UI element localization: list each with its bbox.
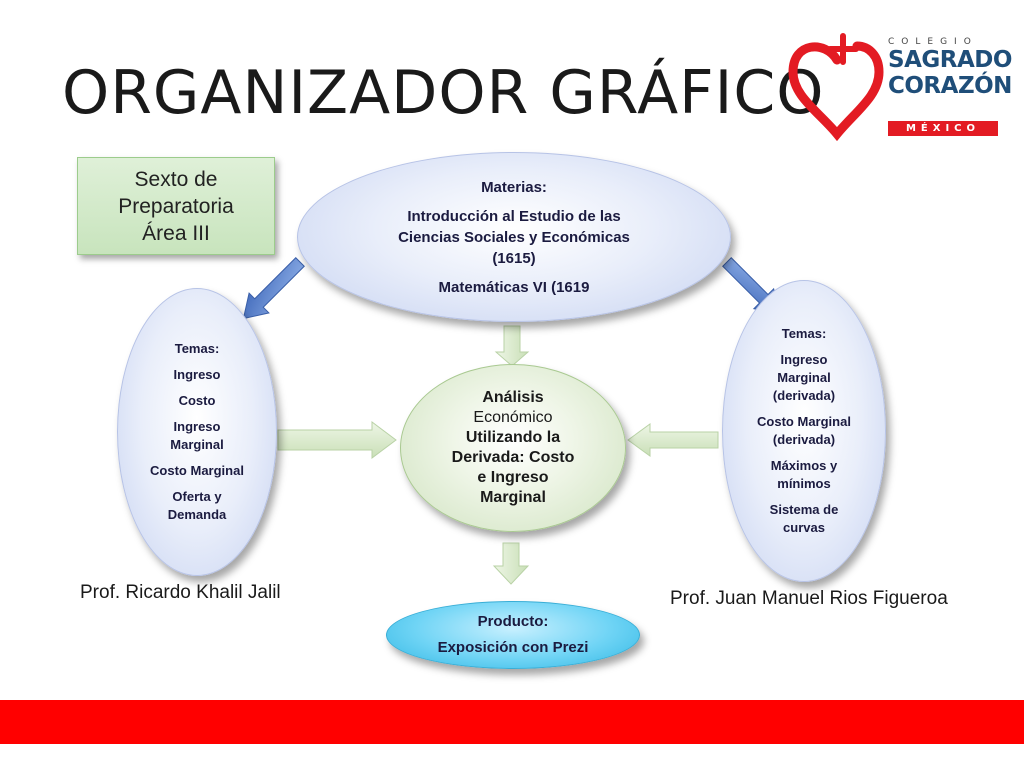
left-topics-heading: Temas: — [174, 341, 220, 356]
center-line-2: Económico — [473, 409, 553, 426]
grade-box: Sexto de Preparatoria Área III — [77, 157, 275, 255]
grade-line-2: Preparatoria — [118, 194, 234, 218]
topic-item: Costo Marginal — [150, 463, 244, 478]
logo-mexico-bar: MÉXICO — [888, 121, 998, 136]
center-line-1: Análisis — [482, 389, 544, 406]
school-logo: COLEGIO SAGRADO CORAZÓN MÉXICO — [785, 30, 1012, 142]
arrow-subjects-to-center — [494, 325, 530, 367]
topic-item: Ingreso Marginal (derivada) — [772, 352, 836, 403]
arrow-center-to-product — [492, 542, 530, 585]
topic-item: Costo — [178, 393, 216, 408]
slide-title: ORGANIZADOR GRÁFICO — [62, 58, 825, 128]
center-line-6: Marginal — [480, 489, 546, 506]
topic-item: Costo Marginal (derivada) — [757, 414, 851, 447]
logo-sagrado-text: SAGRADO — [888, 47, 1012, 73]
product-value: Exposición con Prezi — [437, 639, 589, 656]
teacher-left: Prof. Ricardo Khalil Jalil — [80, 582, 281, 603]
subject-item: Introducción al Estudio de las Ciencias … — [398, 207, 630, 267]
footer-red-bar — [0, 700, 1024, 744]
right-topics-oval: Temas: Ingreso Marginal (derivada) Costo… — [722, 280, 886, 582]
arrow-left-to-center — [277, 421, 397, 459]
subjects-heading: Materias: — [481, 178, 547, 196]
logo-colegio-text: COLEGIO — [888, 37, 978, 47]
grade-line-3: Área III — [142, 221, 210, 245]
central-concept-oval: Análisis Económico Utilizando la Derivad… — [400, 364, 626, 532]
arrow-right-to-center — [627, 423, 719, 457]
subjects-oval: Materias: Introducción al Estudio de las… — [297, 152, 731, 322]
product-oval: Producto: Exposición con Prezi — [386, 601, 640, 669]
topic-item: Ingreso Marginal — [170, 419, 224, 452]
logo-corazon-text: CORAZÓN — [888, 73, 1012, 99]
left-topics-oval: Temas: Ingreso Costo Ingreso Marginal Co… — [117, 288, 277, 576]
topic-item: Ingreso — [173, 367, 221, 382]
center-line-4: Derivada: Costo — [451, 449, 575, 466]
topic-item: Máximos y mínimos — [770, 458, 838, 491]
right-topics-heading: Temas: — [781, 326, 827, 341]
product-heading: Producto: — [477, 613, 549, 630]
grade-line-1: Sexto de — [134, 167, 218, 191]
topic-item: Sistema de curvas — [769, 502, 839, 535]
teacher-right: Prof. Juan Manuel Rios Figueroa — [670, 588, 948, 609]
center-line-3: Utilizando la — [465, 429, 561, 446]
heart-cross-icon — [788, 33, 884, 142]
topic-item: Oferta y Demanda — [167, 489, 227, 522]
subject-item: Matemáticas VI (1619 — [438, 278, 590, 296]
center-line-5: e Ingreso — [477, 469, 549, 486]
